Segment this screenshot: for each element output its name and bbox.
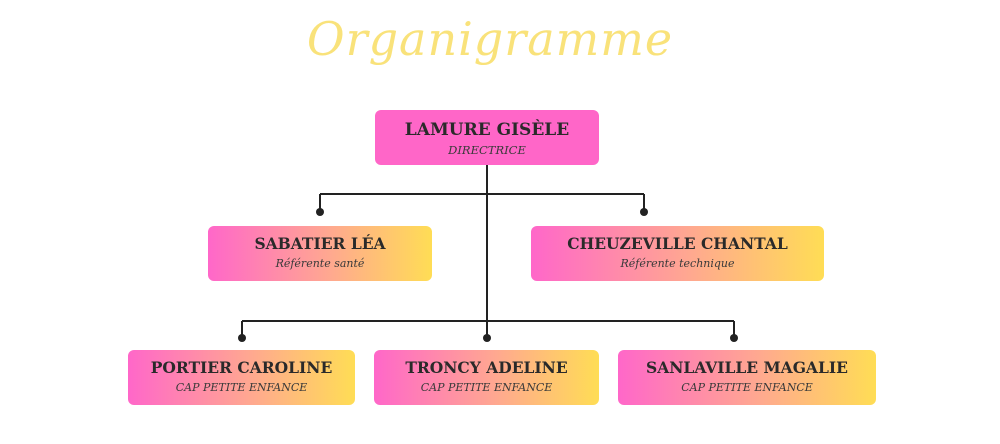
node-portier-role: CAP PETITE ENFANCE xyxy=(175,381,308,394)
node-portier-name: PORTIER CAROLINE xyxy=(150,358,333,377)
node-sabatier: SABATIER LÉA Référente santé xyxy=(208,226,432,281)
node-director-name: LAMURE GISÈLE xyxy=(404,120,570,140)
node-sanlaville-name: SANLAVILLE MAGALIE xyxy=(646,358,848,377)
node-troncy-role: CAP PETITE ENFANCE xyxy=(420,381,553,394)
node-cheuzeville: CHEUZEVILLE CHANTAL Référente technique xyxy=(531,226,824,281)
node-director-role: DIRECTRICE xyxy=(448,143,526,157)
connector-dot-portier xyxy=(238,334,246,342)
node-sanlaville: SANLAVILLE MAGALIE CAP PETITE ENFANCE xyxy=(618,350,876,405)
node-director: LAMURE GISÈLE DIRECTRICE xyxy=(375,110,599,165)
node-portier: PORTIER CAROLINE CAP PETITE ENFANCE xyxy=(128,350,355,405)
page-title: Organigramme xyxy=(306,12,674,66)
node-troncy-name: TRONCY ADELINE xyxy=(405,358,568,377)
node-troncy: TRONCY ADELINE CAP PETITE ENFANCE xyxy=(374,350,599,405)
node-sabatier-name: SABATIER LÉA xyxy=(254,234,386,253)
connector-dot-sanlaville xyxy=(730,334,738,342)
node-sabatier-role: Référente santé xyxy=(275,257,365,270)
connector-dot-troncy xyxy=(483,334,491,342)
connector-dot-sabatier xyxy=(316,208,324,216)
node-cheuzeville-name: CHEUZEVILLE CHANTAL xyxy=(567,234,788,253)
connector-dot-cheuzeville xyxy=(640,208,648,216)
node-cheuzeville-role: Référente technique xyxy=(620,257,735,270)
node-sanlaville-role: CAP PETITE ENFANCE xyxy=(681,381,813,394)
